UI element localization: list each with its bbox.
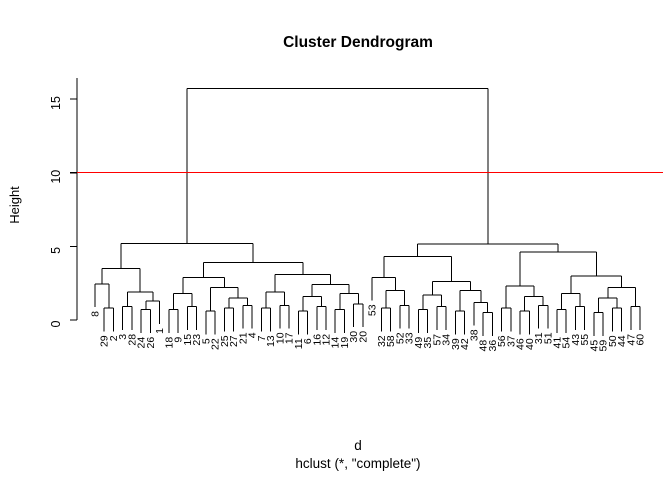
leaf-label: 4 xyxy=(247,332,259,338)
leaf-label: 14 xyxy=(330,337,342,349)
leaf-label: 31 xyxy=(533,332,545,344)
y-axis: 0 5 10 15 xyxy=(49,78,78,327)
leaf-label: 48 xyxy=(478,340,490,352)
x-axis-label: d xyxy=(354,438,362,453)
leaf-label: 11 xyxy=(293,338,305,349)
leaf-label: 34 xyxy=(441,334,453,346)
leaf-label: 44 xyxy=(616,335,628,347)
leaf-label: 17 xyxy=(284,332,296,344)
leaf-label: 32 xyxy=(376,335,388,347)
leaf-label: 18 xyxy=(163,337,175,349)
leaf-label: 39 xyxy=(450,338,462,350)
y-tick-label: 10 xyxy=(49,170,63,184)
leaf-label: 15 xyxy=(182,334,194,346)
y-tick-label: 15 xyxy=(49,96,63,110)
y-tick-label: 0 xyxy=(49,320,63,327)
leaf-label: 24 xyxy=(136,337,148,349)
leaf-label: 33 xyxy=(404,332,416,344)
leaf-label: 50 xyxy=(607,335,619,347)
leaf-label: 8 xyxy=(90,311,102,317)
leaf-label: 56 xyxy=(496,335,508,347)
leaf-label: 29 xyxy=(99,335,111,347)
leaf-label: 52 xyxy=(394,332,406,344)
leaf-label: 10 xyxy=(274,332,286,344)
leaf-label: 12 xyxy=(321,334,333,346)
leaf-label: 25 xyxy=(219,335,231,347)
leaf-label: 27 xyxy=(228,335,240,347)
leaf-label: 42 xyxy=(459,338,471,350)
leaf-labels: 8292328242611891523522252721471310171161… xyxy=(90,304,647,351)
leaf-label: 53 xyxy=(367,304,379,316)
leaf-label: 19 xyxy=(339,337,351,349)
leaf-label: 1 xyxy=(154,328,166,334)
leaf-label: 59 xyxy=(598,340,610,352)
leaf-label: 49 xyxy=(413,337,425,349)
leaf-label: 41 xyxy=(552,337,564,349)
leaf-label: 2 xyxy=(108,335,120,341)
leaf-label: 28 xyxy=(126,334,138,346)
leaf-label: 36 xyxy=(487,340,499,352)
leaf-label: 57 xyxy=(431,334,443,346)
leaf-label: 13 xyxy=(265,335,277,347)
leaf-label: 20 xyxy=(357,331,369,343)
leaf-label: 16 xyxy=(311,334,323,346)
leaf-label: 26 xyxy=(145,337,157,349)
leaf-label: 55 xyxy=(579,334,591,346)
leaf-label: 9 xyxy=(173,337,185,343)
leaf-label: 60 xyxy=(635,334,647,346)
y-tick-label: 5 xyxy=(49,247,63,254)
leaf-label: 58 xyxy=(385,335,397,347)
leaf-label: 51 xyxy=(542,332,554,344)
leaf-label: 21 xyxy=(237,332,249,344)
leaf-label: 5 xyxy=(200,338,212,344)
leaf-label: 7 xyxy=(256,335,268,341)
leaf-label: 40 xyxy=(524,338,536,350)
leaf-label: 35 xyxy=(422,337,434,349)
leaf-label: 23 xyxy=(191,334,203,346)
chart-title: Cluster Dendrogram xyxy=(283,34,433,51)
dendrogram-tree xyxy=(94,88,641,336)
y-axis-label: Height xyxy=(7,186,22,224)
leaf-label: 22 xyxy=(210,338,222,350)
leaf-label: 38 xyxy=(468,329,480,341)
leaf-label: 54 xyxy=(561,337,573,349)
leaf-label: 43 xyxy=(570,334,582,346)
leaf-label: 37 xyxy=(505,335,517,347)
leaf-label: 6 xyxy=(302,338,314,344)
leaf-label: 30 xyxy=(348,331,360,343)
leaf-label: 45 xyxy=(588,340,600,352)
leaf-label: 47 xyxy=(625,334,637,346)
subcaption: hclust (*, "complete") xyxy=(295,456,420,471)
leaf-label: 46 xyxy=(515,338,527,350)
leaf-label: 3 xyxy=(117,334,129,340)
